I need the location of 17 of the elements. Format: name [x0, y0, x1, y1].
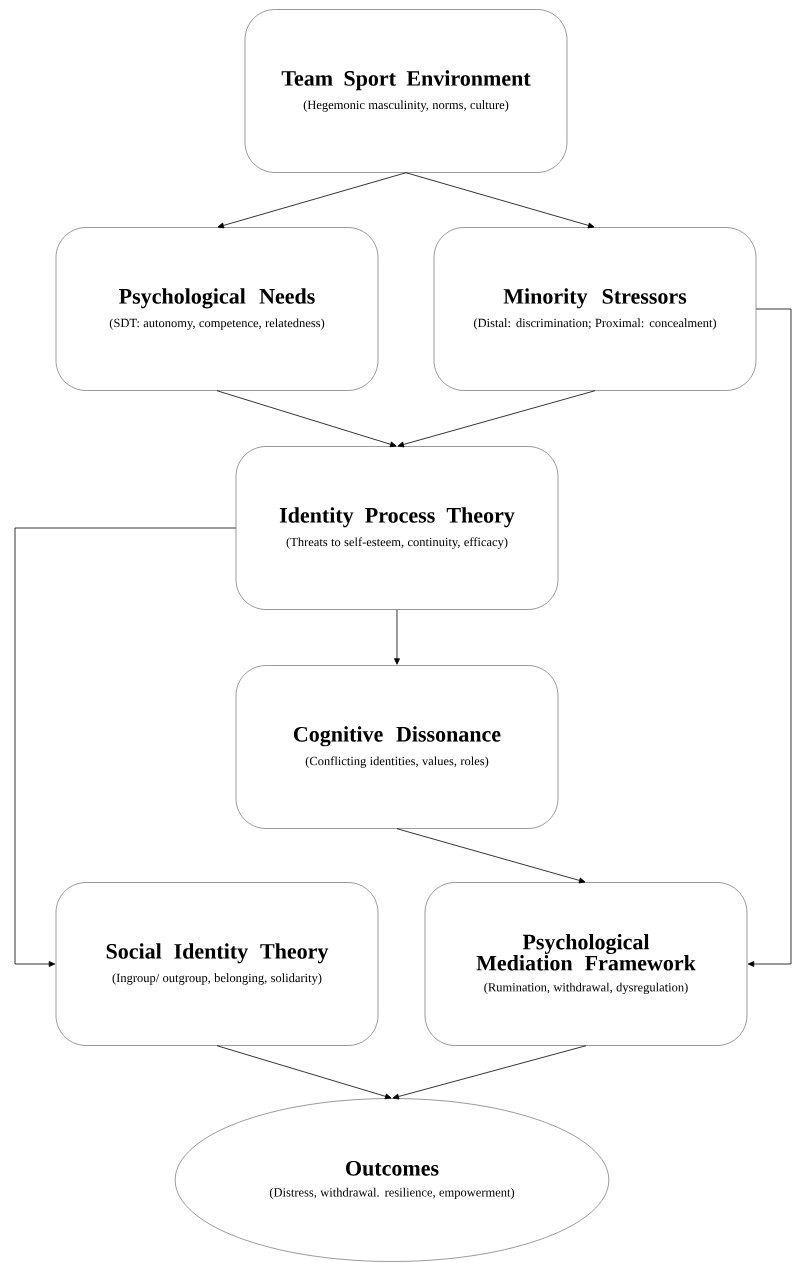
process-box: Psychological Mediation Framework (Rumination, withdrawal, dysregulation)	[424, 882, 748, 1046]
arrow	[217, 172, 407, 229]
arrow	[216, 1045, 392, 1100]
arrow	[394, 609, 400, 665]
arrow	[392, 1045, 587, 1100]
arrow	[405, 172, 595, 229]
process-box: Team Sport Environment (Hegemonic masculinity, norms, culture)	[244, 9, 568, 173]
process-box: Social Identity Theory (Ingroup/ outgroup, belonging, solidarity)	[55, 882, 379, 1046]
process-box: Identity Process Theory (Threats to self-esteem, continuity, efficacy)	[235, 446, 559, 610]
process-box: Psychological Needs (SDT: autonomy, competence, relatedness)	[55, 227, 379, 391]
arrow	[747, 308, 792, 967]
arrow	[396, 828, 586, 884]
arrow	[216, 390, 397, 448]
arrow	[14, 527, 237, 967]
process-box: Cognitive Dissonance (Conflicting identities, values, roles)	[235, 665, 559, 829]
process-box: Minority Stressors (Distal: discrimination; Proximal: concealment)	[433, 227, 757, 391]
arrow	[397, 390, 596, 448]
